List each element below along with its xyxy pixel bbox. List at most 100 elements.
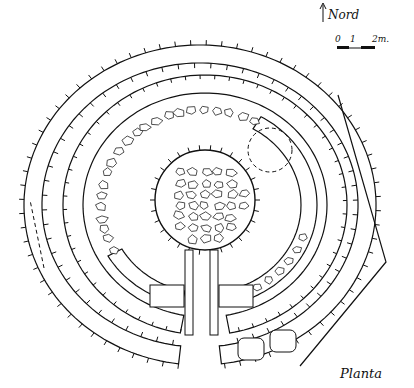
middle-wall-hachure: [322, 136, 325, 138]
middle-wall-hachure: [329, 148, 333, 150]
stone: [165, 112, 174, 120]
outer-wall-hachure: [47, 118, 51, 121]
outer-wall-hachure: [318, 82, 321, 86]
stone: [265, 277, 273, 284]
stone: [211, 190, 222, 198]
outer-wall-inner-hachure: [141, 332, 143, 337]
stone: [114, 148, 125, 155]
outer-wall-inner-hachure: [342, 256, 347, 258]
outer-wall-inner-hachure: [294, 313, 297, 317]
chamber-hachure: [238, 159, 241, 163]
outer-wall-inner-hachure: [52, 252, 57, 254]
outer-wall-hachure: [363, 265, 368, 267]
outer-wall-hachure: [162, 362, 163, 367]
scale-bar-fill: [337, 46, 349, 49]
middle-wall-hachure: [138, 316, 140, 320]
stone: [152, 118, 163, 125]
outer-wall-inner-hachure: [330, 130, 334, 133]
outer-wall-hachure: [308, 331, 311, 335]
stone: [96, 216, 108, 223]
outer-wall-inner-hachure: [338, 143, 342, 145]
middle-wall-hachure: [85, 272, 88, 274]
outer-wall-hachure: [355, 128, 359, 130]
chamber-hachure: [254, 189, 259, 190]
outer-wall-inner-hachure: [90, 103, 93, 107]
stone: [176, 179, 186, 187]
outer-wall-hachure: [293, 65, 296, 69]
outer-wall-inner-hachure: [210, 63, 211, 68]
middle-wall-hachure: [333, 252, 337, 253]
jamb-block: [219, 285, 253, 307]
middle-wall-hachure: [294, 105, 297, 108]
outer-wall-hachure: [221, 41, 223, 46]
outer-wall-hachure: [174, 42, 176, 47]
outer-wall-hachure: [376, 196, 381, 197]
outer-wall-hachure: [68, 314, 72, 317]
outer-wall-hachure: [21, 227, 26, 229]
stone: [200, 212, 212, 220]
stone: [213, 107, 222, 115]
outer-wall-hachure: [374, 182, 379, 184]
outer-wall-hachure: [144, 48, 146, 53]
north-label: Nord: [328, 8, 359, 22]
chamber-hachure: [230, 152, 233, 156]
outer-wall-hachure: [79, 324, 82, 328]
middle-wall-hachure: [252, 323, 253, 327]
stone: [293, 247, 302, 253]
outer-wall-inner-hachure: [162, 67, 163, 72]
middle-wall-hachure: [304, 115, 307, 118]
outer-wall-hachure: [362, 141, 367, 143]
chamber-hachure: [151, 210, 156, 211]
stone: [225, 109, 234, 118]
outer-wall-inner-hachure: [226, 65, 228, 70]
middle-wall-hachure: [243, 80, 244, 84]
middle-wall-hachure: [63, 195, 67, 196]
middle-wall-hachure: [257, 84, 258, 88]
stone: [215, 202, 226, 210]
outer-wall-inner-hachure: [69, 126, 73, 129]
middle-wall-hachure: [64, 222, 68, 224]
stone: [188, 181, 198, 189]
middle-wall-hachure: [130, 95, 132, 98]
stone: [284, 258, 293, 265]
outer-wall-inner-hachure: [298, 96, 301, 100]
outer-wall-inner-hachure: [281, 321, 284, 325]
scale-number: 1: [350, 34, 356, 44]
stone: [202, 180, 210, 188]
chamber-hachure: [245, 229, 249, 232]
outer-wall-hachure: [32, 143, 37, 145]
wall-ring: [63, 75, 347, 333]
outer-wall-hachure: [20, 184, 25, 186]
corridor-wall: [210, 250, 218, 335]
outer-wall-inner-hachure: [112, 319, 115, 323]
stone: [140, 124, 152, 131]
middle-wall-hachure: [170, 79, 172, 83]
outer-wall-inner-hachure: [317, 293, 321, 296]
outer-wall-inner-hachure: [172, 340, 174, 345]
scale-bar-fill: [361, 46, 375, 49]
stone: [173, 109, 184, 117]
chamber-hachure: [255, 200, 260, 201]
stone: [225, 215, 237, 222]
middle-wall-hachure: [93, 283, 96, 285]
outer-wall-inner-hachure: [58, 265, 62, 267]
stone: [200, 106, 209, 114]
stone: [188, 235, 197, 244]
stone: [110, 247, 119, 254]
outer-wall-hachure: [40, 280, 44, 282]
outer-wall-hachure: [349, 290, 353, 293]
stone: [212, 168, 222, 175]
middle-wall-hachure: [301, 296, 304, 299]
outer-wall-hachure: [89, 75, 92, 79]
chamber-hachure: [245, 168, 249, 171]
stone: [176, 168, 185, 175]
chamber-hachure: [254, 210, 259, 211]
outer-wall-inner-hachure: [86, 300, 90, 303]
middle-wall-hachure: [314, 125, 317, 127]
outer-wall-hachure: [77, 84, 80, 88]
outer-wall-inner-hachure: [352, 185, 357, 187]
stone: [188, 224, 198, 232]
middle-wall-hachure: [69, 169, 73, 170]
